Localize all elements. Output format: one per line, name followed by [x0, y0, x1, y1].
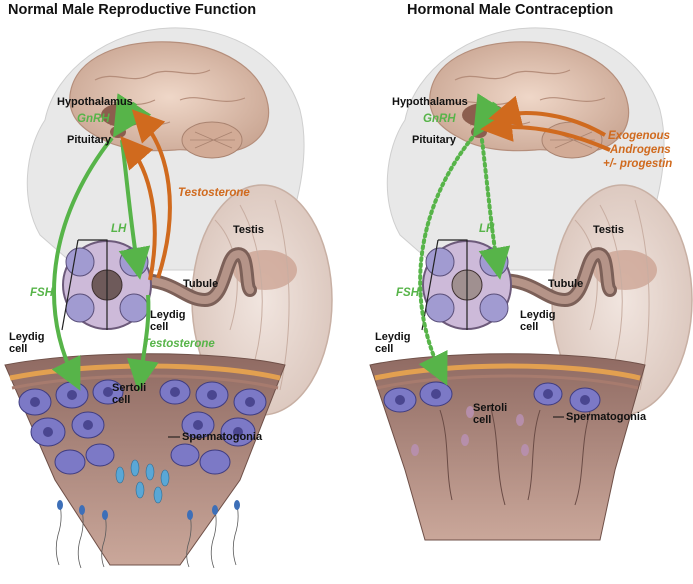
sertoli-cell-label-1: Sertoli: [473, 402, 507, 414]
leydig-cell-small-label-1: Leydig: [150, 309, 185, 321]
spermatogonia-label: Spermatogonia: [182, 431, 263, 443]
lh-arrow-suppressed: [478, 138, 511, 280]
fsh-label: FSH: [396, 287, 420, 299]
leydig-cell-label-2: cell: [375, 343, 393, 355]
fsh-arrow: [51, 136, 114, 391]
sertoli-cell-label-2: cell: [473, 414, 491, 426]
testosterone-feedback-label: Testosterone: [178, 187, 250, 199]
gnrh-arrow: [112, 93, 152, 138]
panel-normal: Normal Male Reproductive Function Hypoth…: [4, 2, 333, 569]
lh-label: LH: [479, 223, 495, 235]
sertoli-cell-label-1: Sertoli: [112, 382, 146, 394]
testis-label: Testis: [233, 224, 264, 236]
leydig-cell-small-label-2: cell: [150, 321, 168, 333]
exogenous-label-2: Androgens: [609, 144, 671, 156]
panel-contraception: Hormonal Male Contraception Hypothalamus…: [369, 2, 693, 541]
fsh-label: FSH: [30, 287, 54, 299]
leydig-cell-label-2: cell: [9, 343, 27, 355]
leydig-cell-label-1: Leydig: [9, 331, 44, 343]
fsh-arrow-suppressed: [418, 136, 474, 386]
tubule-label: Tubule: [183, 278, 218, 290]
leydig-cell-label-1: Leydig: [375, 331, 410, 343]
panel-title: Hormonal Male Contraception: [407, 2, 613, 18]
hypothalamus-label: Hypothalamus: [57, 96, 133, 108]
exogenous-label-3: +/- progestin: [603, 158, 672, 170]
leydig-cell-small-label-1: Leydig: [520, 309, 555, 321]
testosterone-local-label: Testosterone: [143, 338, 215, 350]
testosterone-arrow-down: [126, 294, 159, 392]
spermatogonia-label: Spermatogonia: [566, 411, 647, 423]
leydig-cell-small-label-2: cell: [520, 321, 538, 333]
lh-label: LH: [111, 223, 127, 235]
testosterone-feedback-2: [131, 109, 172, 279]
exogenous-arrow-2: [488, 95, 606, 137]
pituitary-label: Pituitary: [412, 134, 457, 146]
exogenous-arrow-1: [480, 109, 611, 152]
sertoli-cell-label-2: cell: [112, 394, 130, 406]
testosterone-feedback-1: [120, 135, 157, 281]
hypothalamus-label: Hypothalamus: [392, 96, 468, 108]
tubule-label: Tubule: [548, 278, 583, 290]
gnrh-label: GnRH: [77, 113, 110, 125]
gnrh-label: GnRH: [423, 113, 456, 125]
pituitary-label: Pituitary: [67, 134, 112, 146]
exogenous-label-1: Exogenous: [608, 130, 670, 142]
testis-label: Testis: [593, 224, 624, 236]
panel-title: Normal Male Reproductive Function: [8, 2, 256, 18]
